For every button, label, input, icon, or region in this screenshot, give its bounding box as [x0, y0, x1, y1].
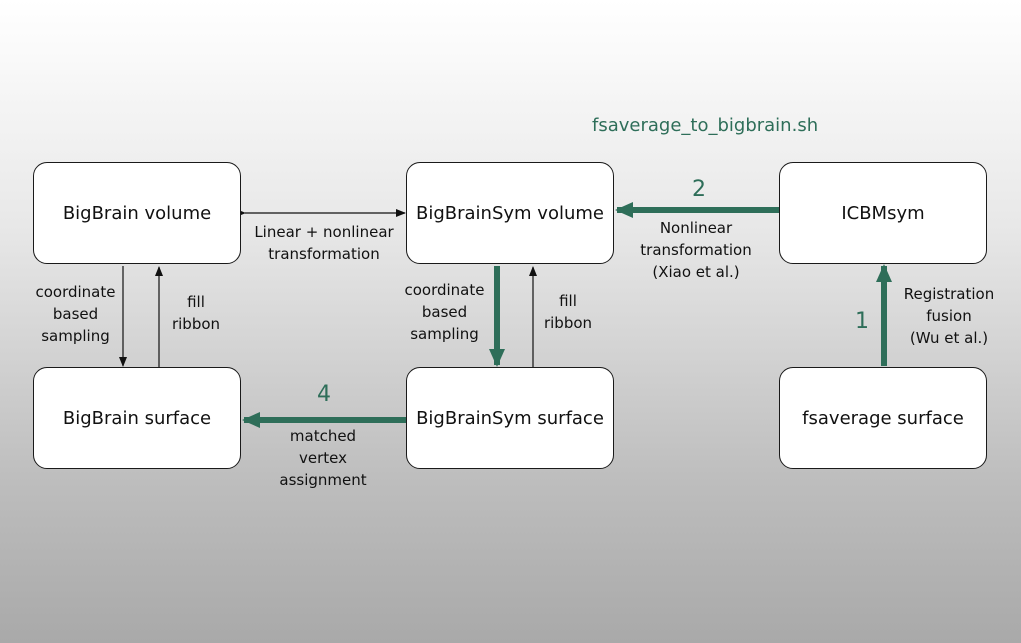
- edge-label-nonlinear-transformation: Nonlinear transformation (Xiao et al.): [630, 217, 762, 283]
- node-label: BigBrain volume: [62, 202, 212, 224]
- step-number-1: 1: [855, 309, 869, 334]
- edge-label-line: matched: [289, 427, 357, 445]
- node-fsaverage-surface: fsaverage surface: [779, 367, 987, 469]
- edge-label-line: sampling: [41, 327, 110, 345]
- edge-label-line: coordinate: [35, 283, 116, 301]
- edge-label-line: ribbon: [171, 315, 221, 333]
- edge-label-line: Nonlinear: [659, 219, 733, 237]
- edge-label-fill-ribbon-mid: fill ribbon: [538, 290, 598, 334]
- node-icbmsym: ICBMsym: [779, 162, 987, 264]
- edge-label-line: assignment: [279, 471, 367, 489]
- node-label: BigBrainSym surface: [416, 407, 604, 429]
- edge-label-line: (Wu et al.): [909, 329, 989, 347]
- edge-label-coordinate-sampling-mid: coordinate based sampling: [397, 279, 492, 345]
- node-bigbrain-volume: BigBrain volume: [33, 162, 241, 264]
- edge-label-line: ribbon: [543, 314, 593, 332]
- node-bigbrainsym-surface: BigBrainSym surface: [406, 367, 614, 469]
- edge-label-line: transformation: [640, 241, 752, 259]
- script-title: fsaverage_to_bigbrain.sh: [592, 115, 819, 136]
- node-bigbrain-surface: BigBrain surface: [33, 367, 241, 469]
- edge-label-linear-nonlinear: Linear + nonlinear transformation: [249, 221, 399, 265]
- edge-label-line: fill: [187, 293, 205, 311]
- edge-label-line: Registration: [903, 285, 995, 303]
- edge-label-line: sampling: [410, 325, 479, 343]
- node-label: ICBMsym: [841, 202, 925, 224]
- edge-label-coordinate-sampling-left: coordinate based sampling: [28, 281, 123, 347]
- edge-label-line: Linear + nonlinear: [254, 223, 394, 241]
- edge-label-line: (Xiao et al.): [652, 263, 740, 281]
- edge-label-line: based: [52, 305, 99, 323]
- node-label: fsaverage surface: [802, 407, 964, 429]
- edge-label-matched-vertex: matched vertex assignment: [268, 425, 378, 491]
- edge-label-line: transformation: [268, 245, 380, 263]
- node-label: BigBrainSym volume: [416, 202, 604, 224]
- step-number-4: 4: [317, 382, 331, 407]
- edge-label-line: coordinate: [404, 281, 485, 299]
- edge-label-line: vertex: [299, 449, 347, 467]
- step-number-2: 2: [692, 177, 706, 202]
- edge-label-line: fusion: [926, 307, 972, 325]
- edge-label-line: fill: [559, 292, 577, 310]
- node-bigbrainsym-volume: BigBrainSym volume: [406, 162, 614, 264]
- node-label: BigBrain surface: [62, 407, 212, 429]
- edge-label-fill-ribbon-left: fill ribbon: [166, 291, 226, 335]
- edge-label-registration-fusion: Registration fusion (Wu et al.): [896, 283, 1002, 349]
- edge-label-line: based: [421, 303, 468, 321]
